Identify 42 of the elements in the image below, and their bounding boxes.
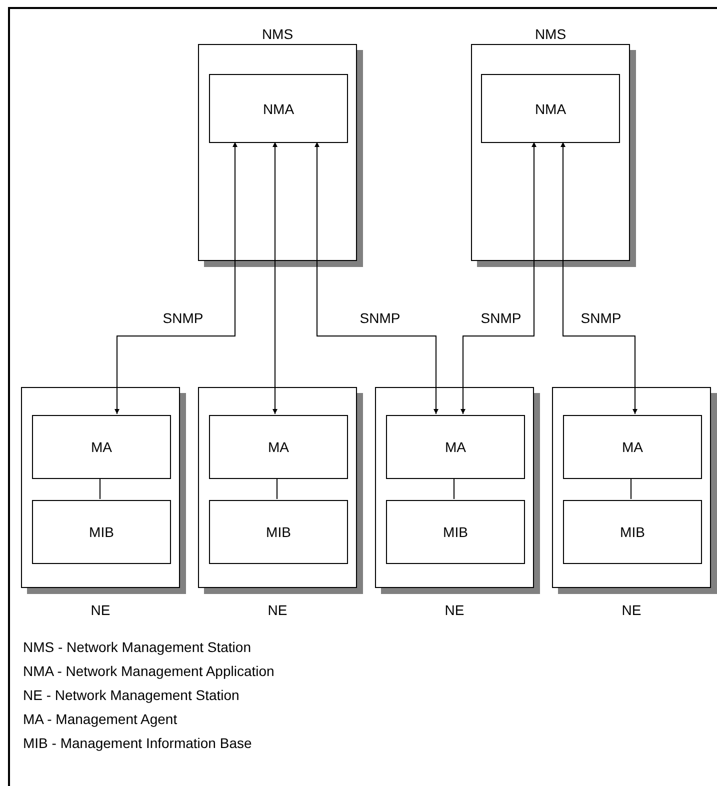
box-label: NMA	[262, 102, 294, 116]
component-box	[32, 415, 171, 479]
connector-line	[630, 478, 632, 500]
component-box	[209, 74, 348, 143]
component-box	[32, 500, 171, 564]
edge-label: SNMP	[580, 311, 622, 325]
abbreviation-note: NMA - Network Management Application	[23, 663, 274, 680]
box-label: MA	[622, 440, 643, 454]
component-box	[386, 500, 525, 564]
connector-line	[276, 478, 278, 500]
edge-label: SNMP	[480, 311, 522, 325]
box-label: MA	[91, 440, 112, 454]
box-label: MIB	[89, 525, 114, 539]
box-title: NE	[90, 603, 110, 617]
box-label: MIB	[266, 525, 291, 539]
box-label: MA	[445, 440, 466, 454]
abbreviation-note: MIB - Management Information Base	[23, 735, 253, 752]
arrow	[114, 142, 238, 414]
component-box	[481, 74, 620, 143]
component-box	[209, 415, 348, 479]
component-box	[209, 500, 348, 564]
arrow	[314, 142, 438, 414]
box-title: NE	[444, 603, 464, 617]
abbreviation-note: NE - Network Management Station	[23, 687, 240, 704]
box-label: MIB	[443, 525, 468, 539]
component-box	[386, 415, 525, 479]
box-title: NE	[268, 603, 288, 617]
box-label: NMA	[534, 102, 566, 116]
box-title: NMS	[262, 27, 294, 41]
box-title: NMS	[534, 27, 566, 41]
component-box	[563, 415, 702, 479]
edge-label: SNMP	[360, 311, 400, 325]
edge-label: SNMP	[162, 311, 204, 325]
box-label: MIB	[620, 525, 645, 539]
arrow	[272, 142, 278, 414]
abbreviation-note: NMS - Network Management Station	[23, 639, 252, 656]
box-title: NE	[622, 603, 642, 617]
abbreviation-note: MA - Management Agent	[23, 711, 178, 728]
arrow	[460, 142, 536, 414]
component-box	[563, 500, 702, 564]
box-label: MA	[268, 440, 289, 454]
arrow	[560, 142, 638, 414]
